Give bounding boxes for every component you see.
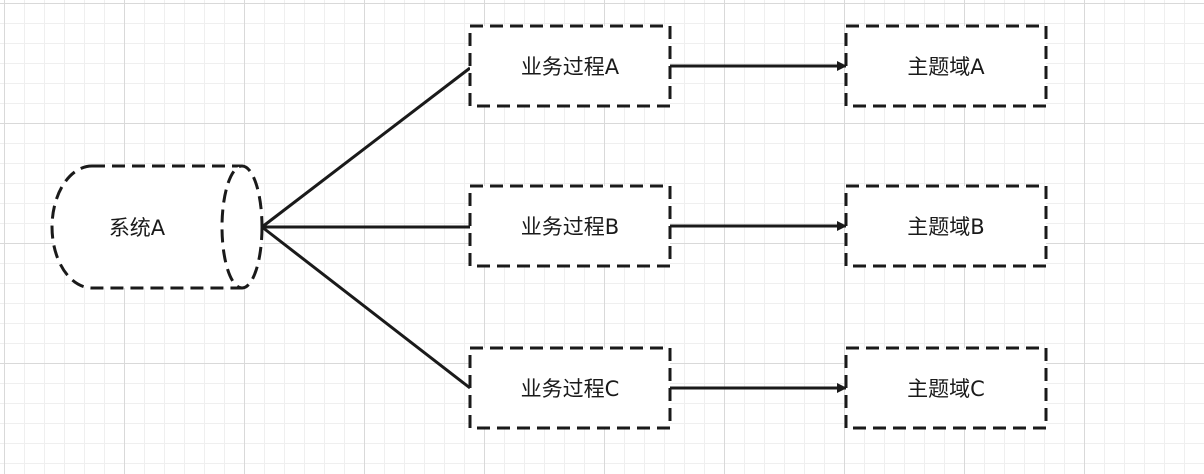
process-label-b: 业务过程B [520,215,620,239]
domain-boxes [844,24,1048,430]
process-label-a: 业务过程A [520,55,620,79]
source-connectors [261,66,471,390]
process-label-c: 业务过程C [520,377,620,401]
domain-box-c [844,346,1048,430]
domain-box-a [844,24,1048,108]
connector-source-to-process-a [261,66,471,229]
domain-box-b [844,184,1048,268]
domain-arrows [670,61,847,393]
process-box-b [468,184,672,268]
process-boxes [468,24,672,430]
domain-label-c: 主题域C [907,377,985,401]
connector-source-to-process-c [261,225,471,390]
cylinder-cap [220,164,264,290]
source-label: 系统A [108,216,166,240]
domain-label-a: 主题域A [907,55,985,79]
source-cylinder [50,164,264,290]
process-box-a [468,24,672,108]
domain-label-b: 主题域B [907,215,985,239]
